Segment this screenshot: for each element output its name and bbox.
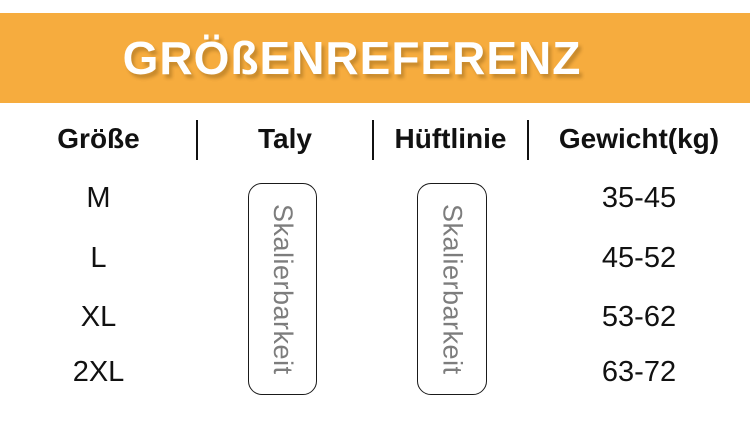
title-banner: GRÖßENREFERENZ [0, 13, 750, 103]
column-header-gewicht: Gewicht(kg) [558, 123, 720, 154]
scalability-box-hueftlinie: Skalierbarkeit [417, 183, 487, 395]
page-title: GRÖßENREFERENZ [122, 32, 582, 84]
scalability-label: Skalierbarkeit [437, 203, 468, 375]
header-divider [372, 120, 374, 160]
size-cell-l: L [90, 242, 107, 274]
weight-cell-xl: 53-62 [601, 301, 677, 333]
weight-cell-m: 35-45 [601, 182, 677, 214]
scalability-box-taly: Skalierbarkeit [248, 183, 317, 395]
column-header-hueftlinie: Hüftlinie [394, 123, 507, 154]
column-header-groesse: Größe [57, 123, 140, 154]
header-divider [196, 120, 198, 160]
column-header-taly: Taly [258, 123, 312, 154]
scalability-label: Skalierbarkeit [268, 203, 298, 375]
size-cell-m: M [86, 182, 111, 214]
size-cell-2xl: 2XL [72, 356, 125, 388]
header-divider [527, 120, 529, 160]
size-cell-xl: XL [80, 301, 117, 333]
weight-cell-l: 45-52 [601, 242, 677, 274]
weight-cell-2xl: 63-72 [601, 356, 677, 388]
